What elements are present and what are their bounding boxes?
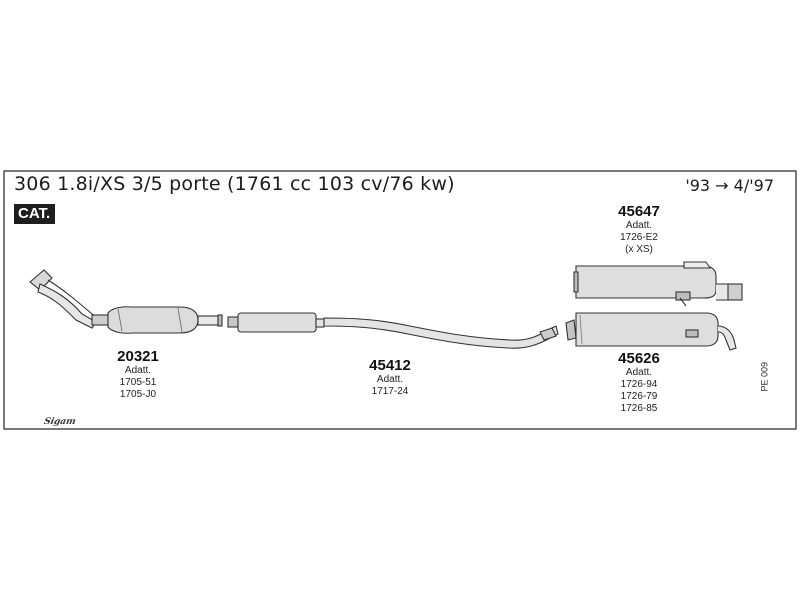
part-45626-label: 45626 Adatt. 1726-94 1726-79 1726-85 <box>604 350 674 415</box>
part-code: 45412 <box>369 357 411 374</box>
part-adatt: Adatt. <box>376 374 404 385</box>
brand-logo: Sigam <box>42 417 77 427</box>
part-ref: 1705-51 <box>119 377 157 388</box>
part-ref: 1726-E2 <box>620 232 658 243</box>
model-years: '93 → 4/'97 <box>685 176 774 195</box>
part-adatt: Adatt. <box>625 367 653 378</box>
part-45412-label: 45412 Adatt. 1717-24 <box>360 357 420 398</box>
page-ref-code: PE 009 <box>760 362 770 392</box>
part-ref: 1717-24 <box>371 386 409 397</box>
part-ref: 1726-79 <box>620 391 658 402</box>
part-20321-label: 20321 Adatt. 1705-51 1705-J0 <box>108 348 168 401</box>
part-code: 20321 <box>117 348 159 365</box>
cat-badge: CAT. <box>14 204 56 224</box>
part-adatt: Adatt. <box>124 365 152 376</box>
part-code: 45647 <box>618 203 660 220</box>
middle-silencer-pipe <box>227 312 559 349</box>
rear-silencer-45647 <box>573 261 743 307</box>
front-pipe-catalyst <box>29 269 223 334</box>
part-ref: 1726-94 <box>620 379 658 390</box>
page-title: 306 1.8i/XS 3/5 porte (1761 cc 103 cv/76… <box>14 173 455 195</box>
rear-silencer-45626 <box>565 312 737 351</box>
part-ref: (x XS) <box>625 244 653 255</box>
part-code: 45626 <box>618 350 660 367</box>
part-45647-label: 45647 Adatt. 1726-E2 (x XS) <box>604 203 674 256</box>
part-ref: 1726-85 <box>620 403 658 414</box>
part-ref: 1705-J0 <box>119 389 157 400</box>
diagram-frame <box>3 170 797 430</box>
part-adatt: Adatt. <box>625 220 653 231</box>
